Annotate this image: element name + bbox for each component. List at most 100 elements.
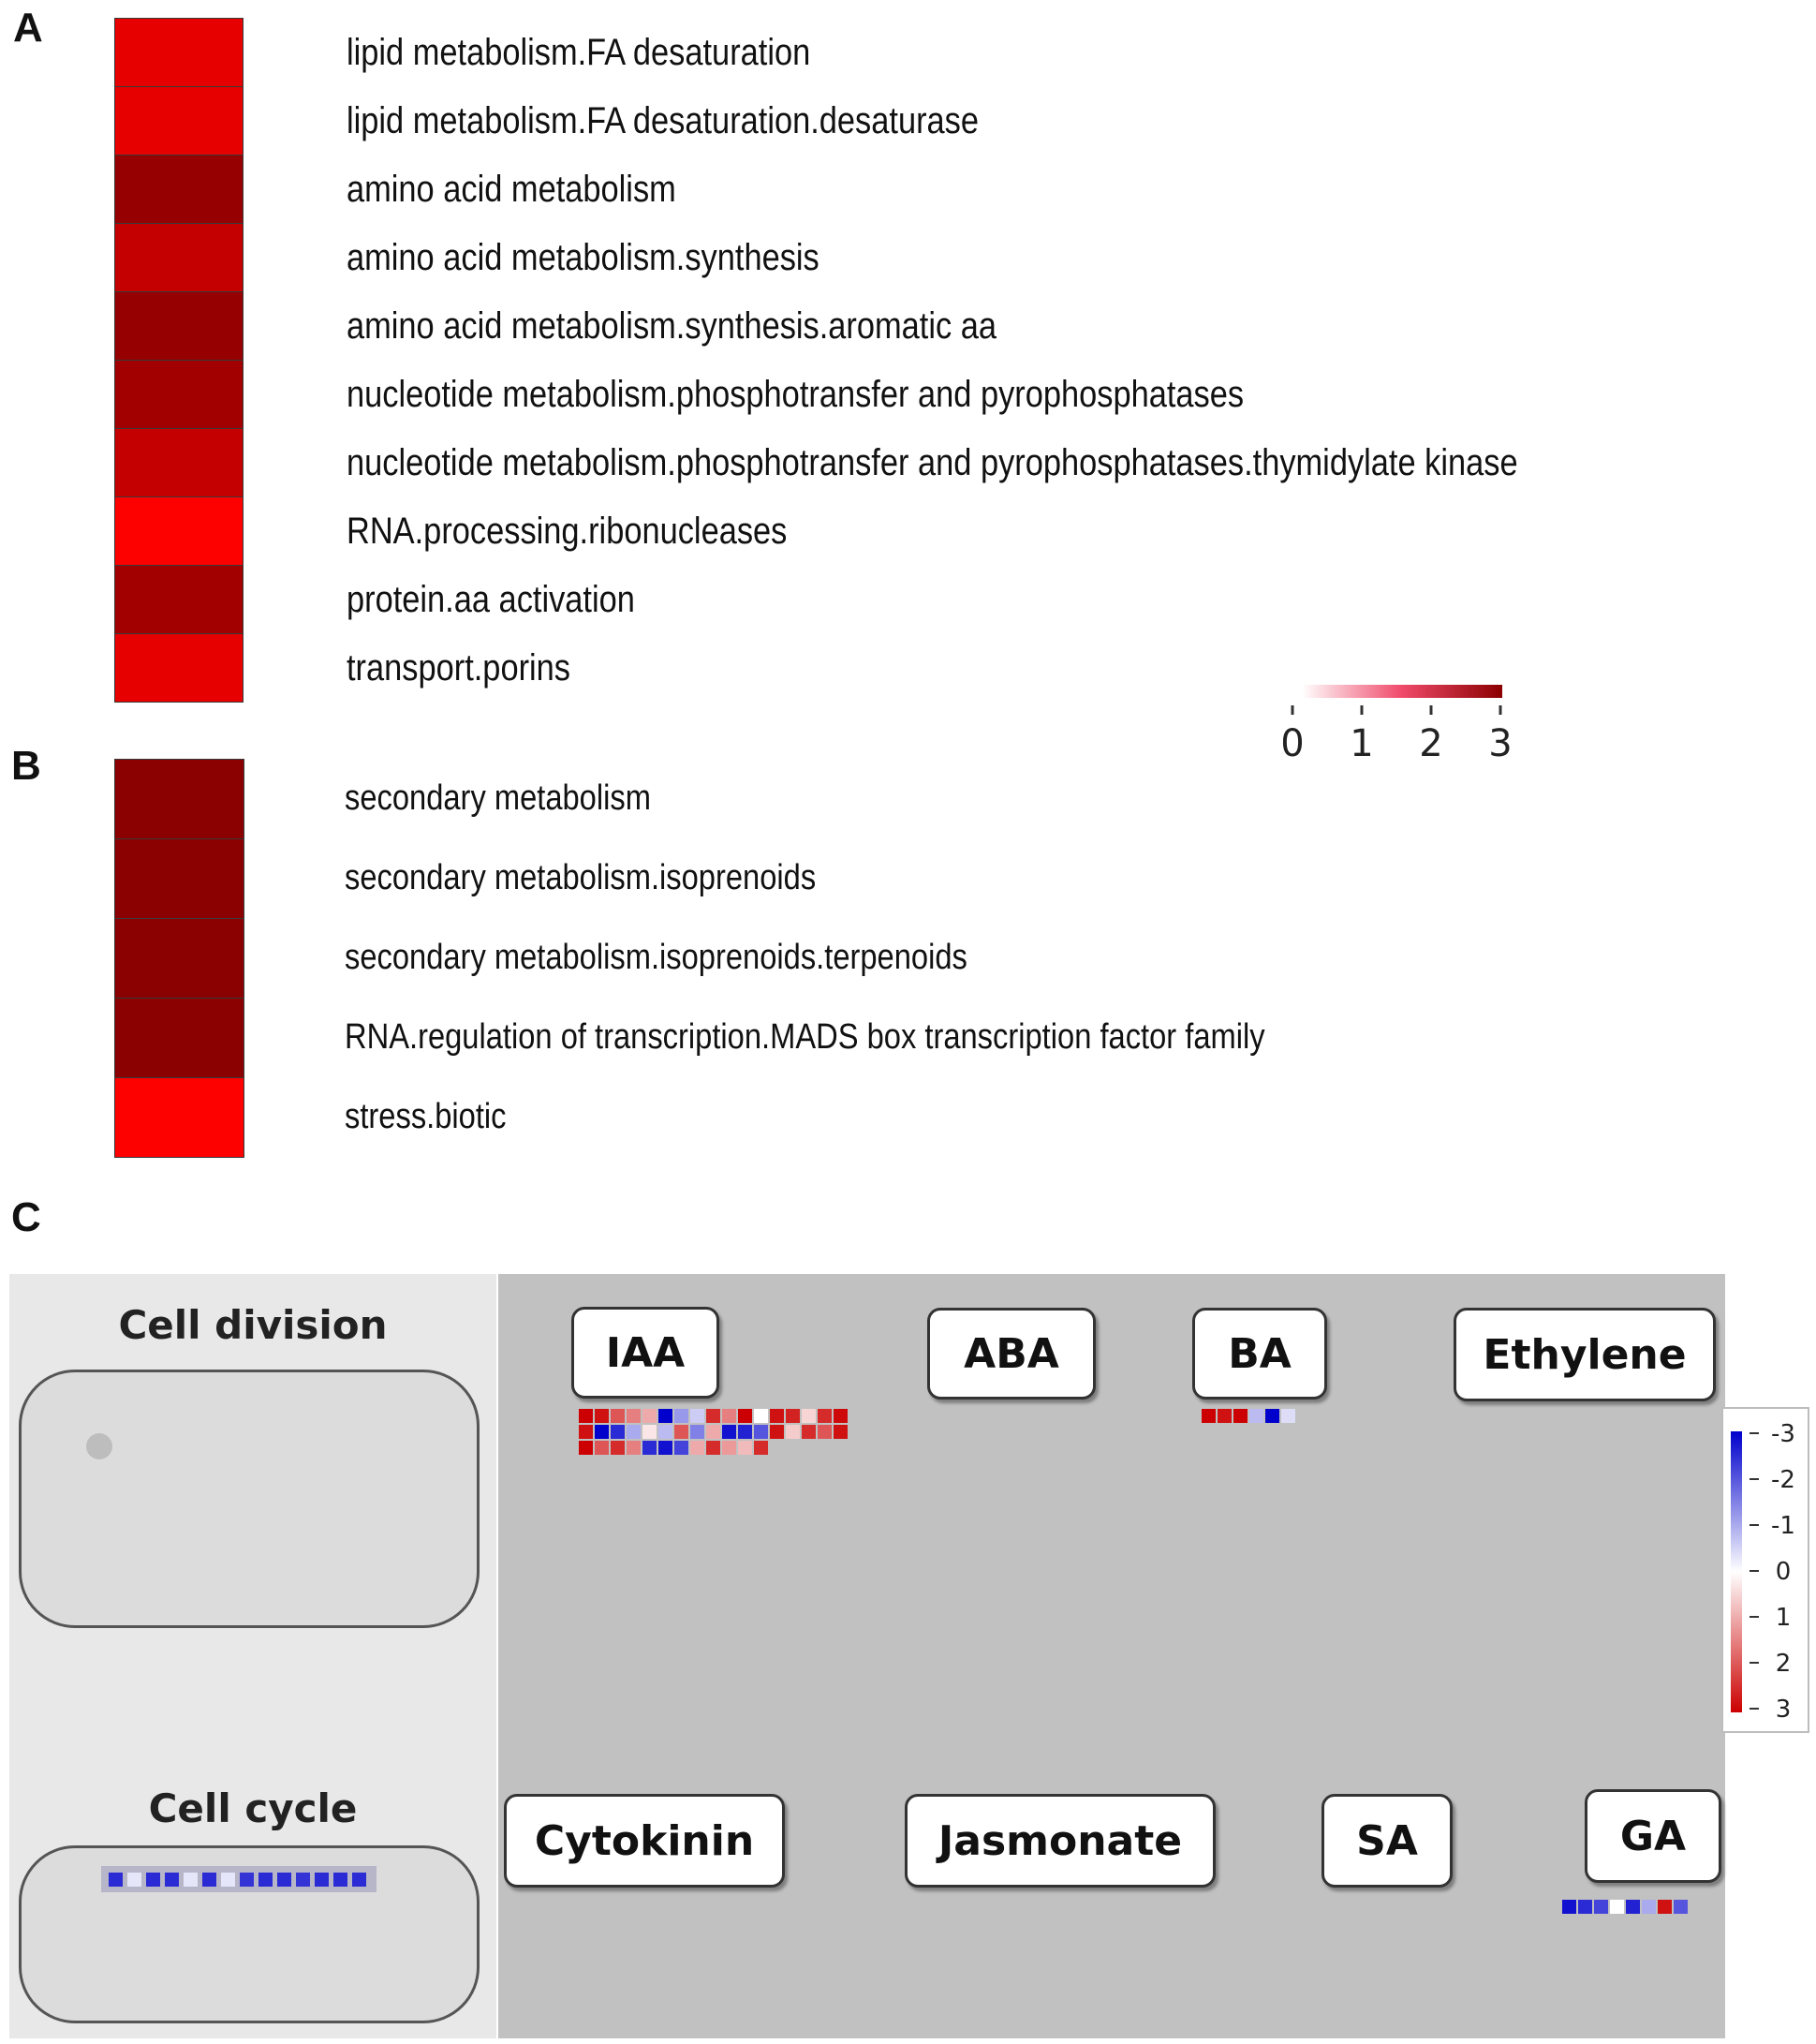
gene-square-ba xyxy=(1218,1409,1232,1423)
gene-square-iaa xyxy=(674,1425,688,1439)
heatmap-a-cell xyxy=(114,633,244,703)
gene-square-iaa xyxy=(786,1425,800,1439)
gene-square-cell-cycle xyxy=(146,1873,160,1887)
gene-square-ba xyxy=(1249,1409,1263,1423)
pathway-region xyxy=(498,1274,1725,2038)
heatmap-a-cell xyxy=(114,428,244,497)
gene-square-iaa xyxy=(738,1441,752,1455)
gene-square-iaa xyxy=(611,1441,625,1455)
colorbar-c-tick-label: 0 xyxy=(1776,1558,1792,1586)
colorbar-c: -3 -2 -1 0 1 2 3 xyxy=(1721,1407,1809,1733)
gene-square-ba xyxy=(1202,1409,1216,1423)
gene-square-ga xyxy=(1674,1900,1688,1914)
gene-square-cell-cycle xyxy=(258,1873,273,1887)
colorbar-c-gradient xyxy=(1731,1431,1742,1712)
colorbar-a-tick-label: 1 xyxy=(1350,722,1373,765)
heatmap-a-cell xyxy=(114,496,244,566)
gene-square-iaa xyxy=(690,1409,704,1423)
gene-square-iaa xyxy=(658,1409,672,1423)
gene-square-ga xyxy=(1578,1900,1592,1914)
heatmap-a-label: lipid metabolism.FA desaturation.desatur… xyxy=(347,99,980,141)
gene-square-cell-cycle xyxy=(109,1873,123,1887)
gene-square-iaa xyxy=(674,1441,688,1455)
gene-square-ba xyxy=(1281,1409,1295,1423)
colorbar-c-tick-label: 1 xyxy=(1776,1604,1792,1632)
heatmap-a-cell xyxy=(114,18,244,87)
gene-square-iaa xyxy=(627,1441,641,1455)
gene-square-ga xyxy=(1626,1900,1640,1914)
heatmap-a-label: RNA.processing.ribonucleases xyxy=(347,510,788,552)
gene-square-cell-cycle xyxy=(127,1873,141,1887)
gene-square-iaa xyxy=(658,1425,672,1439)
gene-square-iaa xyxy=(579,1441,593,1455)
gene-square-iaa xyxy=(738,1425,752,1439)
gene-square-iaa xyxy=(722,1441,736,1455)
gene-square-iaa xyxy=(738,1409,752,1423)
gene-square-cell-cycle xyxy=(165,1873,179,1887)
gene-square-iaa xyxy=(802,1425,816,1439)
gene-square-iaa xyxy=(642,1441,657,1455)
panel-label-a: A xyxy=(13,5,43,51)
hormone-box-ethylene: Ethylene xyxy=(1454,1308,1716,1401)
hormone-box-sa: SA xyxy=(1321,1794,1453,1888)
hormone-box-jasmonate: Jasmonate xyxy=(905,1794,1216,1888)
gene-square-ga xyxy=(1610,1900,1624,1914)
gene-square-iaa xyxy=(722,1425,736,1439)
gene-square-cell-cycle xyxy=(352,1873,366,1887)
gene-square-cell-cycle xyxy=(202,1873,216,1887)
gene-square-iaa xyxy=(690,1425,704,1439)
gene-square-iaa xyxy=(595,1441,609,1455)
gene-square-iaa xyxy=(595,1409,609,1423)
colorbar-c-tick-label: -1 xyxy=(1771,1512,1795,1540)
gene-square-iaa xyxy=(754,1441,768,1455)
gene-square-iaa xyxy=(802,1409,816,1423)
gene-square-cell-cycle xyxy=(184,1873,198,1887)
hormone-box-ba: BA xyxy=(1192,1308,1327,1400)
panel-label-c: C xyxy=(11,1194,41,1240)
gene-square-ga xyxy=(1594,1900,1608,1914)
gene-square-ga xyxy=(1658,1900,1672,1914)
heatmap-b-label: stress.biotic xyxy=(345,1096,507,1136)
heatmap-b-label: secondary metabolism.isoprenoids.terpeno… xyxy=(345,937,967,977)
colorbar-a-gradient xyxy=(1302,685,1502,698)
heatmap-b-label: secondary metabolism xyxy=(345,778,651,818)
heatmap-b-label: secondary metabolism.isoprenoids xyxy=(345,857,817,897)
gene-square-iaa xyxy=(706,1409,720,1423)
heatmap-a-cell xyxy=(114,360,244,429)
gene-square-iaa xyxy=(690,1441,704,1455)
heatmap-b-cell xyxy=(114,838,244,919)
colorbar-c-tick-label: 3 xyxy=(1776,1696,1792,1724)
gene-square-cell-cycle xyxy=(296,1873,310,1887)
gene-square-ga xyxy=(1562,1900,1576,1914)
colorbar-c-tick-label: 2 xyxy=(1776,1650,1792,1678)
heatmap-b-cell xyxy=(114,759,244,839)
gene-square-cell-cycle xyxy=(315,1873,329,1887)
gene-square-iaa xyxy=(579,1409,593,1423)
heatmap-b-cell xyxy=(114,1077,244,1158)
colorbar-a-tick-label: 0 xyxy=(1283,722,1305,765)
heatmap-a-label: amino acid metabolism.synthesis.aromatic… xyxy=(347,304,997,347)
colorbar-a-tick-label: 2 xyxy=(1419,722,1442,765)
heatmap-a-label: lipid metabolism.FA desaturation xyxy=(347,31,811,73)
gene-square-iaa xyxy=(658,1441,672,1455)
gene-square-cell-cycle xyxy=(333,1873,347,1887)
gene-square-iaa xyxy=(834,1425,848,1439)
cell-cycle-title: Cell cycle xyxy=(148,1785,358,1831)
heatmap-a-cell xyxy=(114,565,244,634)
gene-square-iaa xyxy=(642,1409,657,1423)
gene-square-iaa xyxy=(595,1425,609,1439)
gene-square-iaa xyxy=(770,1425,784,1439)
gene-square-iaa xyxy=(627,1409,641,1423)
cell-cycle-genes xyxy=(101,1866,376,1892)
gene-square-iaa xyxy=(674,1409,688,1423)
gene-square-ga xyxy=(1642,1900,1656,1914)
heatmap-b-cell xyxy=(114,998,244,1078)
gene-square-cell-cycle xyxy=(221,1873,235,1887)
colorbar-c-tick-label: -3 xyxy=(1771,1420,1795,1448)
heatmap-a-label: nucleotide metabolism.phosphotransfer an… xyxy=(347,373,1245,415)
colorbar-c-tick-label: -2 xyxy=(1771,1466,1795,1494)
hormone-box-cytokinin: Cytokinin xyxy=(504,1794,785,1888)
gene-square-iaa xyxy=(786,1409,800,1423)
gene-square-ba xyxy=(1233,1409,1248,1423)
